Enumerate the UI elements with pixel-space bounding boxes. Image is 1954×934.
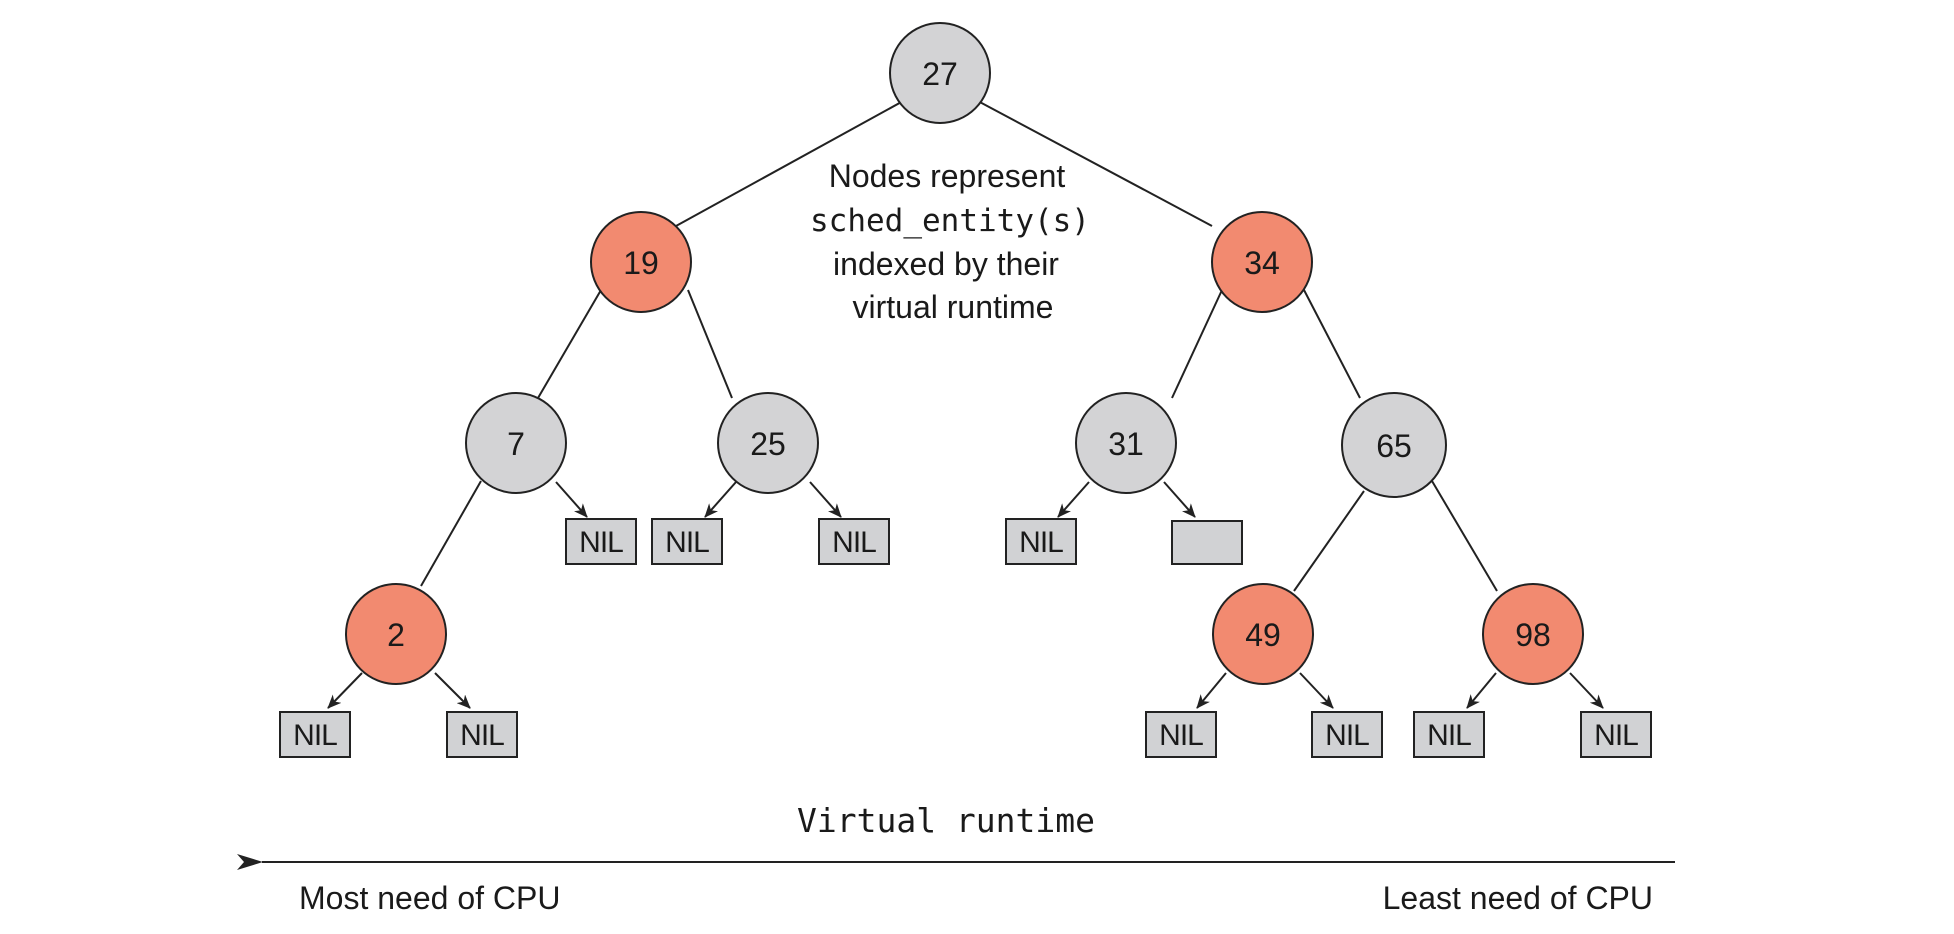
node-key-19: 19 [623,245,659,281]
nil-box [818,518,890,565]
edge-27-34 [975,99,1213,227]
nil-box [1580,711,1652,758]
axis-left-label: Most need of CPU [299,880,560,916]
edge-19-7 [537,289,602,399]
nil-label: NIL [665,526,709,559]
annotation-line-4: virtual runtime [853,289,1054,325]
tree-node-19: 19 [590,211,692,313]
nil-leaf: NIL [1580,711,1652,758]
node-circle-27 [889,22,991,124]
axis-right-label: Least need of CPU [1383,880,1653,916]
tree-node-31: 31 [1075,392,1177,494]
node-circle-49 [1212,583,1314,685]
tree-node-49: 49 [1212,583,1314,685]
node-circle-7 [465,392,567,494]
tree-node-2: 2 [345,583,447,685]
node-circle-19 [590,211,692,313]
nil-label: NIL [1427,719,1471,752]
nil-label: NIL [293,719,337,752]
edge-65-49 [1293,490,1365,592]
edge-7-2 [420,480,482,587]
node-circle-65 [1341,392,1447,498]
edge-34-31 [1171,289,1223,399]
nil-label: NIL [1019,526,1063,559]
nil-pointer-arrows [327,481,1604,709]
tree-node-98: 98 [1482,583,1584,685]
annotation-line-2: sched_entity(s) [810,203,1090,239]
virtual-runtime-axis: Virtual runtime Most need of CPU Least n… [237,801,1675,916]
arrow-98-nil-right [1569,672,1604,709]
annotation-line-1: Nodes represent [829,158,1066,194]
tree-annotation: Nodes represent sched_entity(s) indexed … [810,158,1090,325]
edge-19-25 [687,289,733,399]
edge-34-65 [1303,289,1361,399]
tree-node-65: 65 [1341,392,1447,498]
nil-leaf: NIL [651,518,723,565]
nil-box [1413,711,1485,758]
nil-label: NIL [460,719,504,752]
arrow-2-nil-left [327,672,363,709]
node-key-98: 98 [1515,617,1551,653]
nil-box [279,711,351,758]
nil-leaf: NIL [1413,711,1485,758]
node-circle-25 [717,392,819,494]
axis-title: Virtual runtime [797,801,1095,840]
node-circle-34 [1211,211,1313,313]
nil-leaf: NIL [818,518,890,565]
nil-label: NIL [832,526,876,559]
node-circle-98 [1482,583,1584,685]
node-key-31: 31 [1108,426,1144,462]
arrow-31-nil-left [1057,481,1090,518]
arrow-7-nil-right [555,481,588,518]
node-key-49: 49 [1245,617,1281,653]
empty-leaf [1171,520,1243,565]
nil-box [1311,711,1383,758]
nil-leaf: NIL [446,711,518,758]
nil-box [1145,711,1217,758]
node-key-2: 2 [387,617,405,653]
nil-box [565,518,637,565]
nil-label: NIL [1159,719,1203,752]
nil-box [1005,518,1077,565]
nil-leaf: NIL [1145,711,1217,758]
nil-label: NIL [579,526,623,559]
arrow-25-nil-left [704,481,737,518]
arrow-2-nil-right [434,672,471,709]
tree-edges [420,99,1498,592]
arrow-49-nil-left [1196,672,1227,709]
nil-leaf: NIL [565,518,637,565]
node-key-7: 7 [507,426,525,462]
annotation-line-3: indexed by their [833,246,1059,282]
arrow-25-nil-right [809,481,842,518]
nil-label: NIL [1325,719,1369,752]
nil-box [651,518,723,565]
node-key-27: 27 [922,56,958,92]
node-circle-31 [1075,392,1177,494]
edge-65-98 [1431,480,1498,592]
tree-node-34: 34 [1211,211,1313,313]
tree-node-27: 27 [889,22,991,124]
tree-node-7: 7 [465,392,567,494]
tree-node-25: 25 [717,392,819,494]
edge-27-19 [675,99,906,227]
node-circle-2 [345,583,447,685]
nil-box [446,711,518,758]
node-key-65: 65 [1376,428,1412,464]
node-key-34: 34 [1244,245,1280,281]
nil-leaf: NIL [1311,711,1383,758]
arrow-31-empty-right [1163,481,1196,518]
empty-leaf-box [1171,520,1243,565]
arrow-98-nil-left [1466,672,1497,709]
node-key-25: 25 [750,426,786,462]
nil-leaf: NIL [1005,518,1077,565]
nil-leaf: NIL [279,711,351,758]
nil-label: NIL [1594,719,1638,752]
arrow-49-nil-right [1299,672,1334,709]
